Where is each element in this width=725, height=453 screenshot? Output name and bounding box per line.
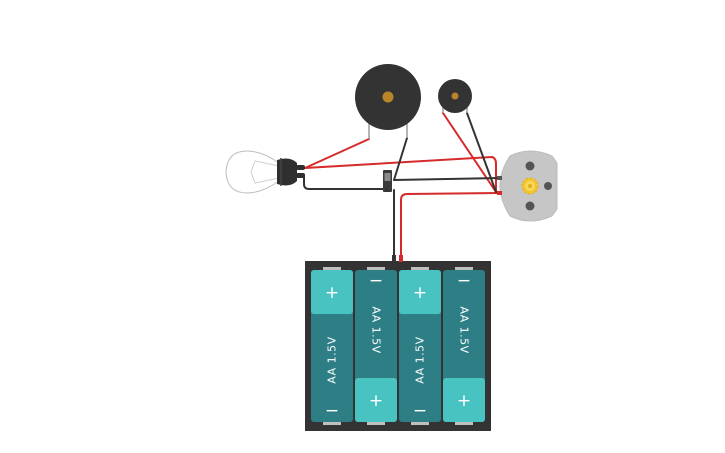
slide-switch[interactable] [383, 170, 392, 192]
battery-contact [367, 422, 385, 425]
battery-positive-cap [399, 270, 441, 314]
light-bulb[interactable] [225, 150, 305, 194]
battery-positive-cap [311, 270, 353, 314]
bulb-terminal-bottom [296, 173, 305, 178]
motor-terminal-bottom [497, 191, 502, 195]
battery-plus-sign: + [325, 283, 339, 303]
battery-contact [367, 267, 385, 270]
battery-label: AA 1.5V [414, 336, 427, 383]
battery-cell[interactable]: + − AA 1.5V [355, 267, 397, 425]
wire-red-bulb-buzzer[interactable] [304, 138, 370, 169]
bulb-glass [225, 150, 280, 194]
battery-pack[interactable]: + − AA 1.5V + − AA 1.5V + − AA 1.5V + − AA 1.5V [305, 255, 491, 431]
dc-motor[interactable] [497, 150, 558, 222]
wire-black-bulb-switch[interactable] [303, 174, 388, 190]
motor-screw-top [525, 161, 535, 171]
battery-plus-sign: + [413, 283, 427, 303]
wires [303, 112, 502, 259]
battery-contact [323, 422, 341, 425]
buzzer-hole [382, 91, 394, 103]
wire-black-buzzer-switch[interactable] [393, 137, 408, 181]
bulb-filament [250, 160, 280, 184]
motor-screw-bottom [525, 201, 535, 211]
battery-minus-sign: − [457, 271, 471, 291]
bulb-base [277, 158, 297, 186]
battery-label: AA 1.5V [370, 306, 383, 353]
battery-contact [455, 422, 473, 425]
battery-minus-sign: − [369, 271, 383, 291]
wire-red-battery-motor[interactable] [400, 192, 501, 259]
wire-red-bulb-motor[interactable] [304, 156, 497, 193]
battery-plus-sign: + [369, 391, 383, 411]
battery-minus-sign: − [413, 401, 427, 421]
battery-holder-terminal-red [399, 255, 403, 262]
wire-black-switch-motor[interactable] [393, 177, 502, 181]
motor-screw-right [544, 182, 552, 190]
small-buzzer-hole [451, 92, 459, 100]
battery-positive-cap [443, 378, 485, 422]
battery-contact [455, 267, 473, 270]
battery-cell[interactable]: + − AA 1.5V [399, 267, 441, 425]
battery-cells: + − AA 1.5V + − AA 1.5V + − AA 1.5V + − AA 1.5V [311, 267, 485, 425]
battery-label: AA 1.5V [458, 306, 471, 353]
wire-red-smallbuzzer-motor[interactable] [442, 112, 497, 193]
battery-positive-cap [355, 378, 397, 422]
switch-slider[interactable] [384, 173, 391, 181]
motor-gear-icon [521, 177, 539, 195]
battery-cell[interactable]: + − AA 1.5V [311, 267, 353, 425]
battery-contact [323, 267, 341, 270]
battery-plus-sign: + [457, 391, 471, 411]
wire-black-smallbuzzer-motor[interactable] [466, 112, 497, 193]
piezo-buzzer[interactable] [355, 64, 421, 139]
piezo-buzzer-small[interactable] [438, 79, 472, 113]
battery-contact [411, 422, 429, 425]
battery-minus-sign: − [325, 401, 339, 421]
battery-holder-terminal-black [392, 255, 396, 262]
battery-label: AA 1.5V [326, 336, 339, 383]
motor-terminal-top [497, 176, 502, 180]
battery-cell[interactable]: + − AA 1.5V [443, 267, 485, 425]
battery-contact [411, 267, 429, 270]
bulb-terminal-top [296, 165, 305, 170]
